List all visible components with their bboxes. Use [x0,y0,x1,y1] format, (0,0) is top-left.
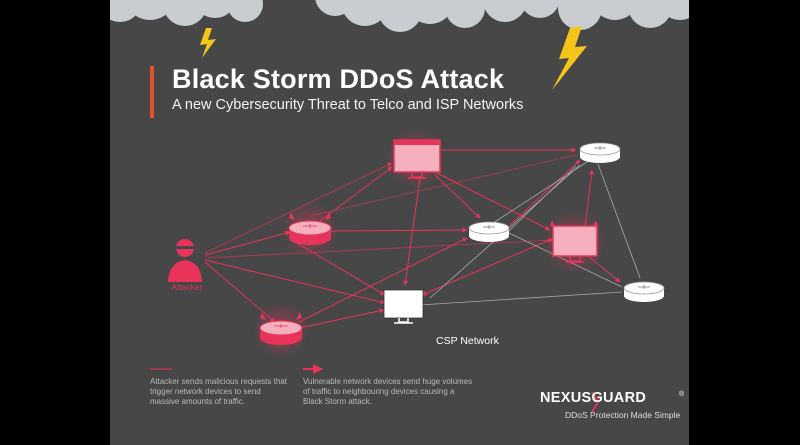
monitor-icon [383,289,424,324]
attacker-label: Attacker [171,282,203,292]
router-icon [579,142,621,163]
brand-tagline: DDoS Protection Made Simple [565,410,681,420]
nexusguard-logo-icon [591,391,600,413]
connection-lines [204,147,621,329]
network-diagram [110,0,689,413]
infected-monitor-icon [542,210,606,274]
infographic: Black Storm DDoS Attack A new Cybersecur… [110,0,689,445]
storm-cloud-icon [110,0,689,32]
csp-network-label: CSP Network [436,335,499,347]
infected-monitor-icon [386,128,446,188]
lightning-bolt-icon [200,28,216,58]
router-icon [468,221,510,242]
legend-vulnerable-text: Vulnerable network devices send huge vol… [303,377,473,406]
attacker-icon [168,239,202,282]
infected-router-icon [282,202,338,258]
page-subtitle: A new Cybersecurity Threat to Telco and … [172,97,524,113]
infected-router-icon [253,302,309,358]
legend-malicious-text: Attacker sends malicious requests that t… [150,377,287,406]
brand-name: NEXUSGUARD [540,390,647,406]
router-icon [623,281,665,302]
page-title: Black Storm DDoS Attack [172,64,505,94]
title-accent-bar [150,66,154,118]
lightning-bolt-icon [552,26,587,90]
registered-mark: ® [679,391,685,398]
neutral-links [419,159,641,306]
